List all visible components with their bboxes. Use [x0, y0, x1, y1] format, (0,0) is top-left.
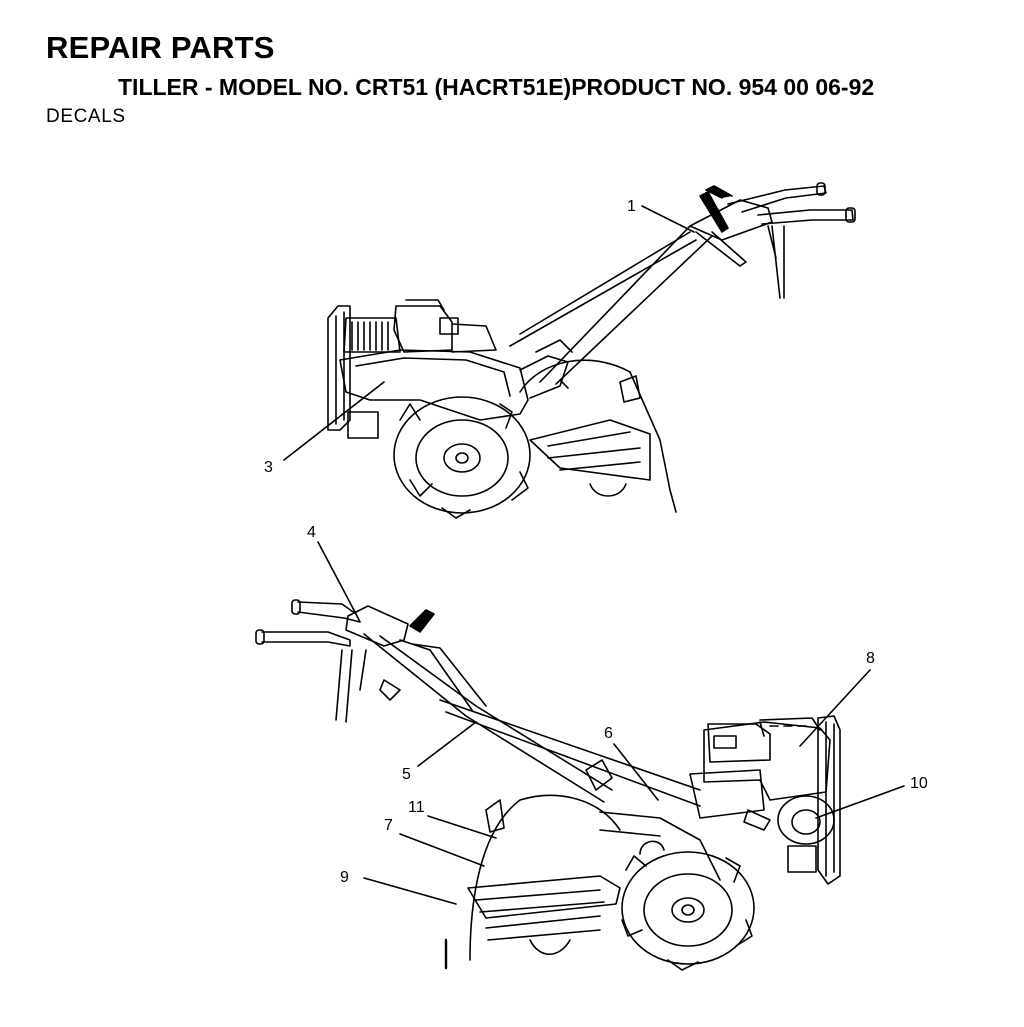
callout-label-11: 11	[408, 799, 425, 816]
callout-label-9: 9	[340, 869, 349, 886]
model-subtitle: TILLER - MODEL NO. CRT51 (HACRT51E)PRODU…	[118, 74, 875, 100]
section-heading: DECALS	[46, 106, 126, 127]
page-title: REPAIR PARTS	[46, 30, 275, 65]
callout-7: 7	[384, 817, 485, 867]
callout-label-4: 4	[307, 524, 316, 541]
callout-10: 10	[815, 775, 928, 819]
tiller-bottom-illustration	[255, 599, 841, 971]
callout-1: 1	[627, 198, 695, 233]
callout-label-7: 7	[384, 817, 393, 834]
callout-3: 3	[264, 381, 385, 476]
callout-11: 11	[408, 799, 497, 839]
callout-label-3: 3	[264, 459, 273, 476]
callout-4: 4	[307, 524, 357, 615]
tiller-top-illustration	[327, 182, 856, 519]
callout-label-5: 5	[402, 766, 411, 783]
callout-label-1: 1	[627, 198, 636, 215]
callout-6: 6	[604, 725, 659, 801]
callout-label-8: 8	[866, 650, 875, 667]
callout-label-6: 6	[604, 725, 613, 742]
callout-9: 9	[340, 869, 457, 905]
callout-8: 8	[799, 650, 875, 747]
callout-5: 5	[402, 721, 477, 783]
callout-label-10: 10	[910, 775, 928, 792]
